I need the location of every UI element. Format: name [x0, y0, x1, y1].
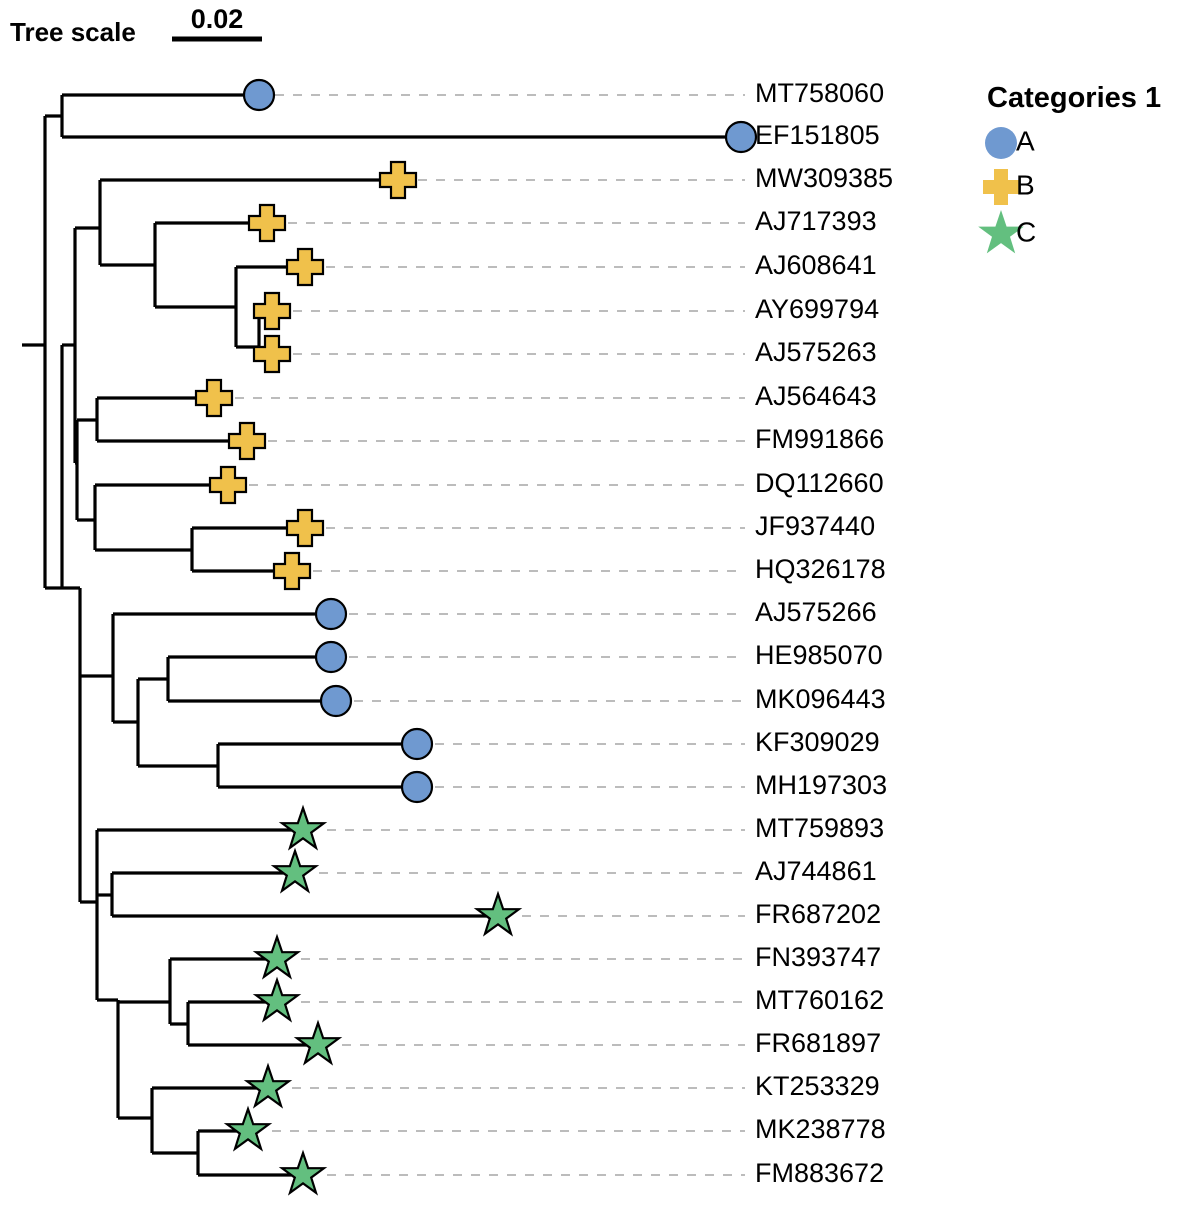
tip-marker-circle[interactable]	[400, 727, 434, 761]
tip-label: AJ608641	[755, 250, 877, 280]
tip-marker-star[interactable]	[476, 892, 521, 935]
tip-label: HQ326178	[755, 554, 886, 584]
tip-marker-star[interactable]	[246, 1064, 290, 1107]
tip-marker-star[interactable]	[296, 1021, 340, 1064]
tip-label: DQ112660	[755, 468, 884, 498]
tip-label: AJ744861	[755, 856, 877, 886]
tip-marker-cross[interactable]	[227, 421, 267, 461]
tip-marker-circle[interactable]	[314, 640, 348, 674]
tip-label: EF151805	[755, 120, 880, 150]
tip-label: AJ564643	[755, 381, 877, 411]
tip-label: KF309029	[755, 727, 880, 757]
legend-item-label: B	[1016, 169, 1035, 200]
legend-item-label: A	[1016, 125, 1035, 156]
tree-scale: Tree scale 0.02	[10, 4, 262, 47]
tip-labels: MT758060 EF151805 MW309385 AJ717393 AJ60…	[755, 78, 893, 1188]
tip-marker-star[interactable]	[281, 1151, 325, 1194]
tip-label: JF937440	[755, 511, 875, 541]
tip-marker-star[interactable]	[255, 978, 299, 1021]
tip-markers	[194, 78, 758, 1194]
tip-marker-star[interactable]	[281, 806, 325, 849]
tip-marker-circle[interactable]	[242, 78, 276, 112]
tip-marker-circle[interactable]	[314, 597, 348, 631]
tip-label: FM991866	[755, 424, 884, 454]
legend-item-a[interactable]: A	[985, 125, 1035, 159]
legend-item-b[interactable]: B	[983, 169, 1035, 205]
tip-label: KT253329	[755, 1071, 880, 1101]
tip-label: AY699794	[755, 294, 879, 324]
tip-marker-cross[interactable]	[194, 378, 234, 418]
tip-label: HE985070	[755, 640, 883, 670]
tip-label: MT759893	[755, 813, 884, 843]
tree-branches	[22, 93, 741, 1177]
tip-marker-circle[interactable]	[724, 120, 758, 154]
tip-label: MH197303	[755, 770, 887, 800]
tip-label: AJ717393	[755, 206, 877, 236]
leader-lines	[235, 94, 757, 1176]
tip-marker-cross[interactable]	[272, 551, 312, 591]
legend-title: Categories 1	[987, 82, 1161, 114]
legend: Categories 1 A B C	[978, 82, 1161, 254]
tip-marker-cross[interactable]	[285, 247, 325, 287]
legend-circle-icon	[985, 127, 1017, 159]
tip-marker-cross[interactable]	[247, 203, 287, 243]
tip-label: MK096443	[755, 684, 886, 714]
tip-marker-cross[interactable]	[378, 160, 418, 200]
tree-scale-label: Tree scale	[10, 17, 136, 47]
tip-marker-circle[interactable]	[400, 770, 434, 804]
tip-label: FR687202	[755, 899, 881, 929]
tip-label: AJ575266	[755, 597, 877, 627]
tip-label: FN393747	[755, 942, 881, 972]
tip-label: FR681897	[755, 1028, 881, 1058]
legend-item-c[interactable]: C	[978, 210, 1036, 254]
tree-scale-value: 0.02	[191, 4, 244, 34]
tip-label: MT760162	[755, 985, 884, 1015]
legend-star-icon	[978, 210, 1024, 254]
tip-label: FM883672	[755, 1158, 884, 1188]
tip-label: MK238778	[755, 1114, 886, 1144]
tip-marker-cross[interactable]	[285, 508, 325, 548]
tip-label: MW309385	[755, 163, 893, 193]
tip-marker-star[interactable]	[255, 935, 299, 978]
tip-label: MT758060	[755, 78, 884, 108]
tip-marker-circle[interactable]	[319, 684, 353, 718]
tip-marker-star[interactable]	[226, 1107, 270, 1150]
tip-marker-star[interactable]	[273, 849, 317, 892]
legend-item-label: C	[1016, 216, 1036, 247]
tip-label: AJ575263	[755, 337, 877, 367]
legend-cross-icon	[983, 169, 1019, 205]
tip-marker-cross[interactable]	[208, 465, 248, 505]
